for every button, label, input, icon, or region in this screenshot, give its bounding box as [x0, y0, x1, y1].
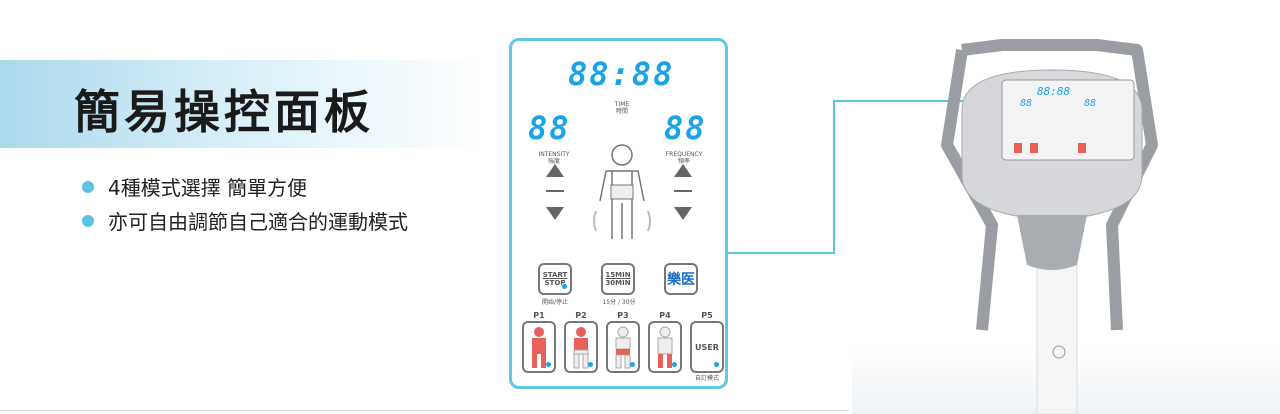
program-label: P3 — [617, 311, 629, 320]
frequency-down-button[interactable] — [674, 207, 692, 220]
start-stop-label: 開始/停止 — [541, 299, 569, 306]
upper-body-icon — [573, 327, 589, 369]
waist-icon — [615, 326, 631, 369]
program-p5-user-button[interactable]: USER — [690, 321, 724, 373]
body-vibration-icon — [593, 144, 651, 239]
callout-line — [833, 100, 835, 254]
program-label: P1 — [533, 311, 545, 320]
full-body-icon — [532, 327, 546, 368]
intensity-up-button[interactable] — [546, 164, 564, 177]
divider — [0, 410, 850, 411]
minus-icon — [546, 190, 564, 192]
legs-icon — [657, 326, 673, 368]
svg-text:88: 88 — [1020, 98, 1032, 109]
program-p2-button[interactable] — [564, 321, 598, 373]
program-label: P2 — [575, 311, 587, 320]
frequency-up-button[interactable] — [674, 164, 692, 177]
feature-bullet: 亦可自由調節自己適合的運動模式 — [82, 206, 408, 235]
program-p4-button[interactable] — [648, 321, 682, 373]
page-title: 簡易操控面板 — [74, 85, 374, 139]
indicator-dot — [562, 284, 567, 289]
title-band — [0, 60, 480, 148]
frequency-display: 88 — [664, 109, 707, 147]
brand-logo: 樂医 — [664, 263, 698, 295]
bullet-text: 亦可自由調節自己適合的運動模式 — [108, 210, 408, 234]
bullet-dot-icon — [82, 214, 94, 227]
program-p1-button[interactable] — [522, 321, 556, 373]
callout-line — [728, 252, 834, 254]
program-p3-button[interactable] — [606, 321, 640, 373]
feature-bullet: 4種模式選擇 簡單方便 — [82, 172, 307, 201]
timer-label: 15分 / 30分 — [602, 299, 636, 306]
program-label: P4 — [659, 311, 671, 320]
bullet-text: 4種模式選擇 簡單方便 — [108, 176, 308, 200]
intensity-down-button[interactable] — [546, 207, 564, 220]
user-mode-label: 自訂模式 — [694, 375, 719, 382]
svg-text:88:88: 88:88 — [1037, 85, 1070, 98]
svg-text:88: 88 — [1084, 98, 1096, 109]
program-label: P5 — [701, 311, 713, 320]
bullet-dot-icon — [82, 180, 94, 193]
callout-line — [833, 100, 1023, 102]
time-display: 88:88 — [568, 55, 675, 93]
machine-photo: 88:88 88 88 — [852, 39, 1280, 414]
minus-icon — [674, 190, 692, 192]
intensity-display: 88 — [528, 109, 571, 147]
